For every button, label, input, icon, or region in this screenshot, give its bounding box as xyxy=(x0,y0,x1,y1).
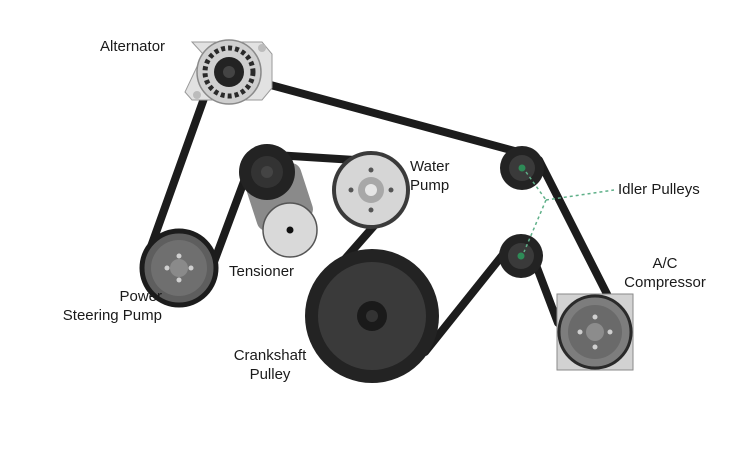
crankshaft-pulley-label: Crankshaft Pulley xyxy=(233,347,307,383)
belt-segment-alternator-ps xyxy=(144,72,216,259)
water-pump-label: Water Pump xyxy=(410,158,450,194)
belt-segment-idler-compressor xyxy=(535,156,613,302)
crankshaft-pulley xyxy=(305,249,439,383)
idler-pulleys-label: Idler Pulleys xyxy=(618,181,700,198)
serpentine-belt xyxy=(144,70,613,356)
tensioner-pulley xyxy=(239,144,318,258)
belt-segment-ps-tensioner xyxy=(207,172,250,274)
alternator-pulley xyxy=(184,39,273,105)
power-steering-pump-pulley xyxy=(139,228,219,308)
ac-compressor-label: A/C Compressor xyxy=(624,255,706,291)
belt-segment-alternator-idler xyxy=(226,70,526,157)
tensioner-label: Tensioner xyxy=(229,263,295,280)
water-pump-pulley xyxy=(332,151,410,229)
alternator-label: Alternator xyxy=(100,38,166,55)
belt-segment-idler-crank xyxy=(421,248,509,356)
belt-segment-compressor-idler xyxy=(532,261,562,327)
ac-compressor-pulley xyxy=(556,293,634,371)
idler-pulley-lower xyxy=(499,234,543,278)
idler-pulley-upper xyxy=(500,146,544,190)
power-steering-pump-label: Power Steering Pump xyxy=(62,288,162,324)
